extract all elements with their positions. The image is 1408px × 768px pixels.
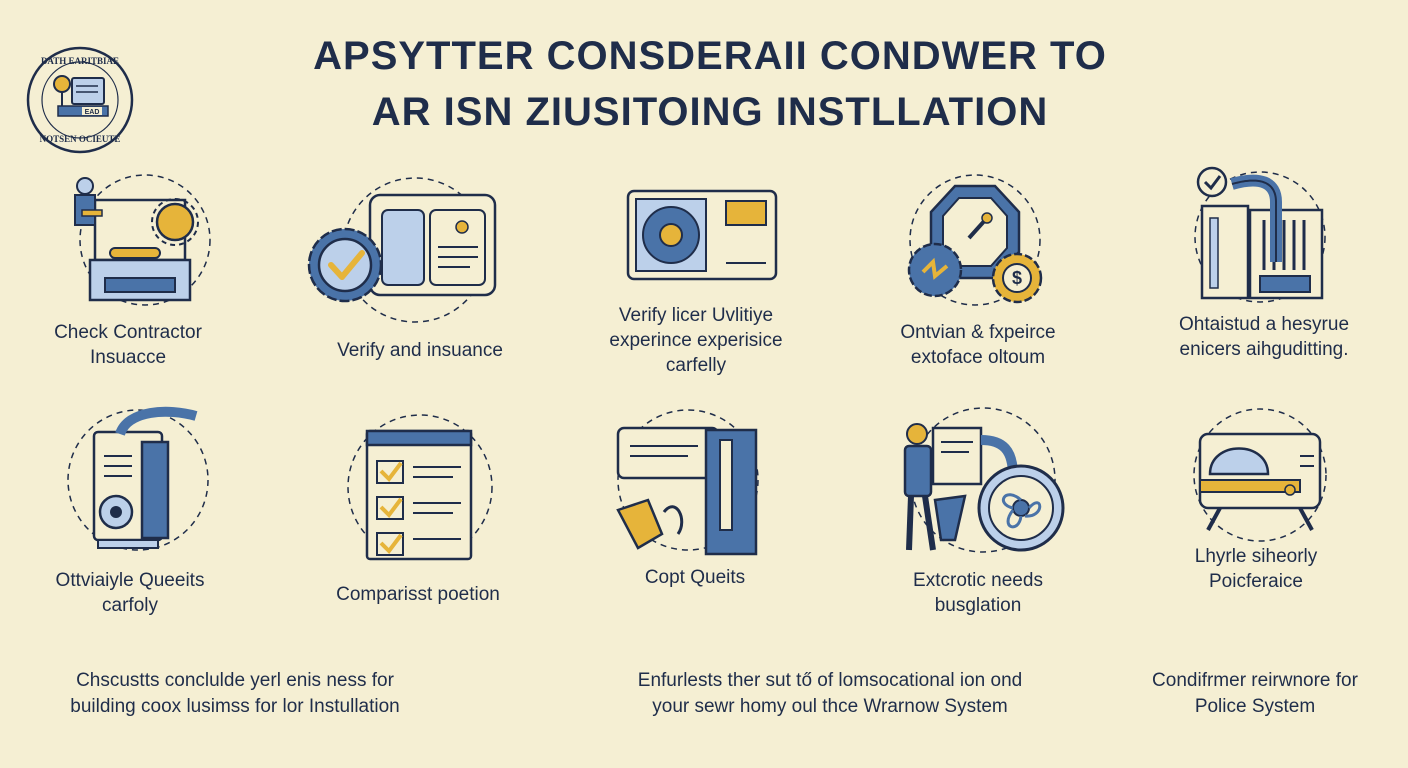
svg-text:$: $ — [1012, 268, 1022, 288]
outdoor-ac-unit-icon — [626, 189, 778, 281]
logo-top-text: DATH EARITBIAE — [41, 56, 119, 66]
footer-note-2-line-2: your sewr homy oul thce Wrarnow System — [652, 696, 1008, 717]
ductwork-check-icon — [1194, 166, 1326, 303]
item-label-7-line-1: Comparisst poetion — [336, 584, 500, 605]
item-label-9-line-1: Extcrotic needs — [913, 570, 1043, 591]
footer-note-2: Enfurlests ther sut tő of lomsocational … — [580, 668, 1080, 720]
page-title: APSYTTER CONSDERAII CONDWER TO AR ISN ZI… — [210, 28, 1210, 140]
item-label-4-line-1: Ontvian & fxpeirce — [900, 322, 1056, 343]
logo-seal-icon: EAD DATH EARITBIAE NOTSEN OCIEUTE — [26, 46, 134, 154]
footer-note-1-line-2: building coox lusimss for lor Instullati… — [70, 696, 400, 717]
item-label-9-line-2: busglation — [934, 595, 1022, 616]
logo-badge-text: EAD — [85, 109, 100, 116]
contractor-machine-icon — [74, 174, 211, 306]
footer-note-1-line-1: Chscustts conclulde yerl enis ness for — [76, 670, 394, 691]
item-label-4-line-2: extoface oltoum — [910, 347, 1046, 368]
item-label-3-line-2: experince experisice — [609, 330, 783, 351]
indoor-unit-tower-icon — [616, 409, 759, 556]
page-title-line-1: APSYTTER CONSDERAII CONDWER TO — [313, 34, 1107, 78]
gear-dollar-icon: $ — [907, 174, 1043, 306]
footer-note-3: Condifrmer reirwnore for Police System — [1120, 668, 1390, 720]
technician-fan-icon — [903, 407, 1065, 553]
footer-note-2-line-1: Enfurlests ther sut tő of lomsocational … — [637, 670, 1023, 691]
footer-note-1: Chscustts conclulde yerl enis ness for b… — [20, 668, 450, 720]
item-label-3-line-1: Verify licer Uvlitiye — [618, 305, 774, 326]
item-label-1-line-1: Check Contractor — [54, 322, 202, 343]
item-label-1: Check Contractor Insuacce — [8, 320, 248, 370]
footer-note-3-line-2: Police System — [1194, 696, 1316, 717]
item-label-6-line-1: Ottviaiyle Queeits — [55, 570, 205, 591]
logo-bottom-text: NOTSEN OCIEUTE — [40, 134, 121, 144]
thermostat-unit-icon — [1193, 408, 1327, 542]
item-label-9: Extcrotic needs busglation — [858, 568, 1098, 618]
logo-seal: EAD DATH EARITBIAE NOTSEN OCIEUTE — [24, 44, 136, 156]
item-label-5: Ohtaistud a hesyrue enicers aihguditting… — [1144, 312, 1384, 362]
item-label-10-line-1: Lhyrle siheorly — [1194, 546, 1318, 567]
item-label-3: Verify licer Uvlitiye experince experisi… — [576, 303, 816, 378]
item-label-5-line-2: enicers aihguditting. — [1179, 339, 1349, 360]
item-label-2: Verify and insuance — [300, 338, 540, 363]
item-label-6-line-2: carfoly — [102, 595, 158, 616]
item-label-8: Copt Queits — [575, 565, 815, 590]
footer-note-3-line-1: Condifrmer reirwnore for — [1152, 670, 1358, 691]
page-title-line-2: AR ISN ZIUSITOING INSTLLATION — [371, 90, 1049, 134]
item-label-10: Lhyrle siheorly Poicferaice — [1136, 544, 1376, 594]
item-label-4: Ontvian & fxpeirce extoface oltoum — [858, 320, 1098, 370]
checkmark-gear-panel-icon — [307, 177, 497, 323]
item-label-5-line-1: Ohtaistud a hesyrue — [1178, 314, 1350, 335]
checklist-clipboard-icon — [347, 414, 493, 561]
item-label-1-line-2: Insuacce — [89, 347, 167, 368]
item-label-3-line-3: carfelly — [665, 355, 727, 376]
item-label-8-line-1: Copt Queits — [644, 567, 746, 588]
item-label-2-line-1: Verify and insuance — [337, 340, 503, 361]
item-label-7: Comparisst poetion — [298, 582, 538, 607]
item-label-6: Ottviaiyle Queeits carfoly — [10, 568, 250, 618]
ac-cabinet-icon — [67, 406, 209, 551]
item-label-10-line-2: Poicferaice — [1209, 571, 1303, 592]
